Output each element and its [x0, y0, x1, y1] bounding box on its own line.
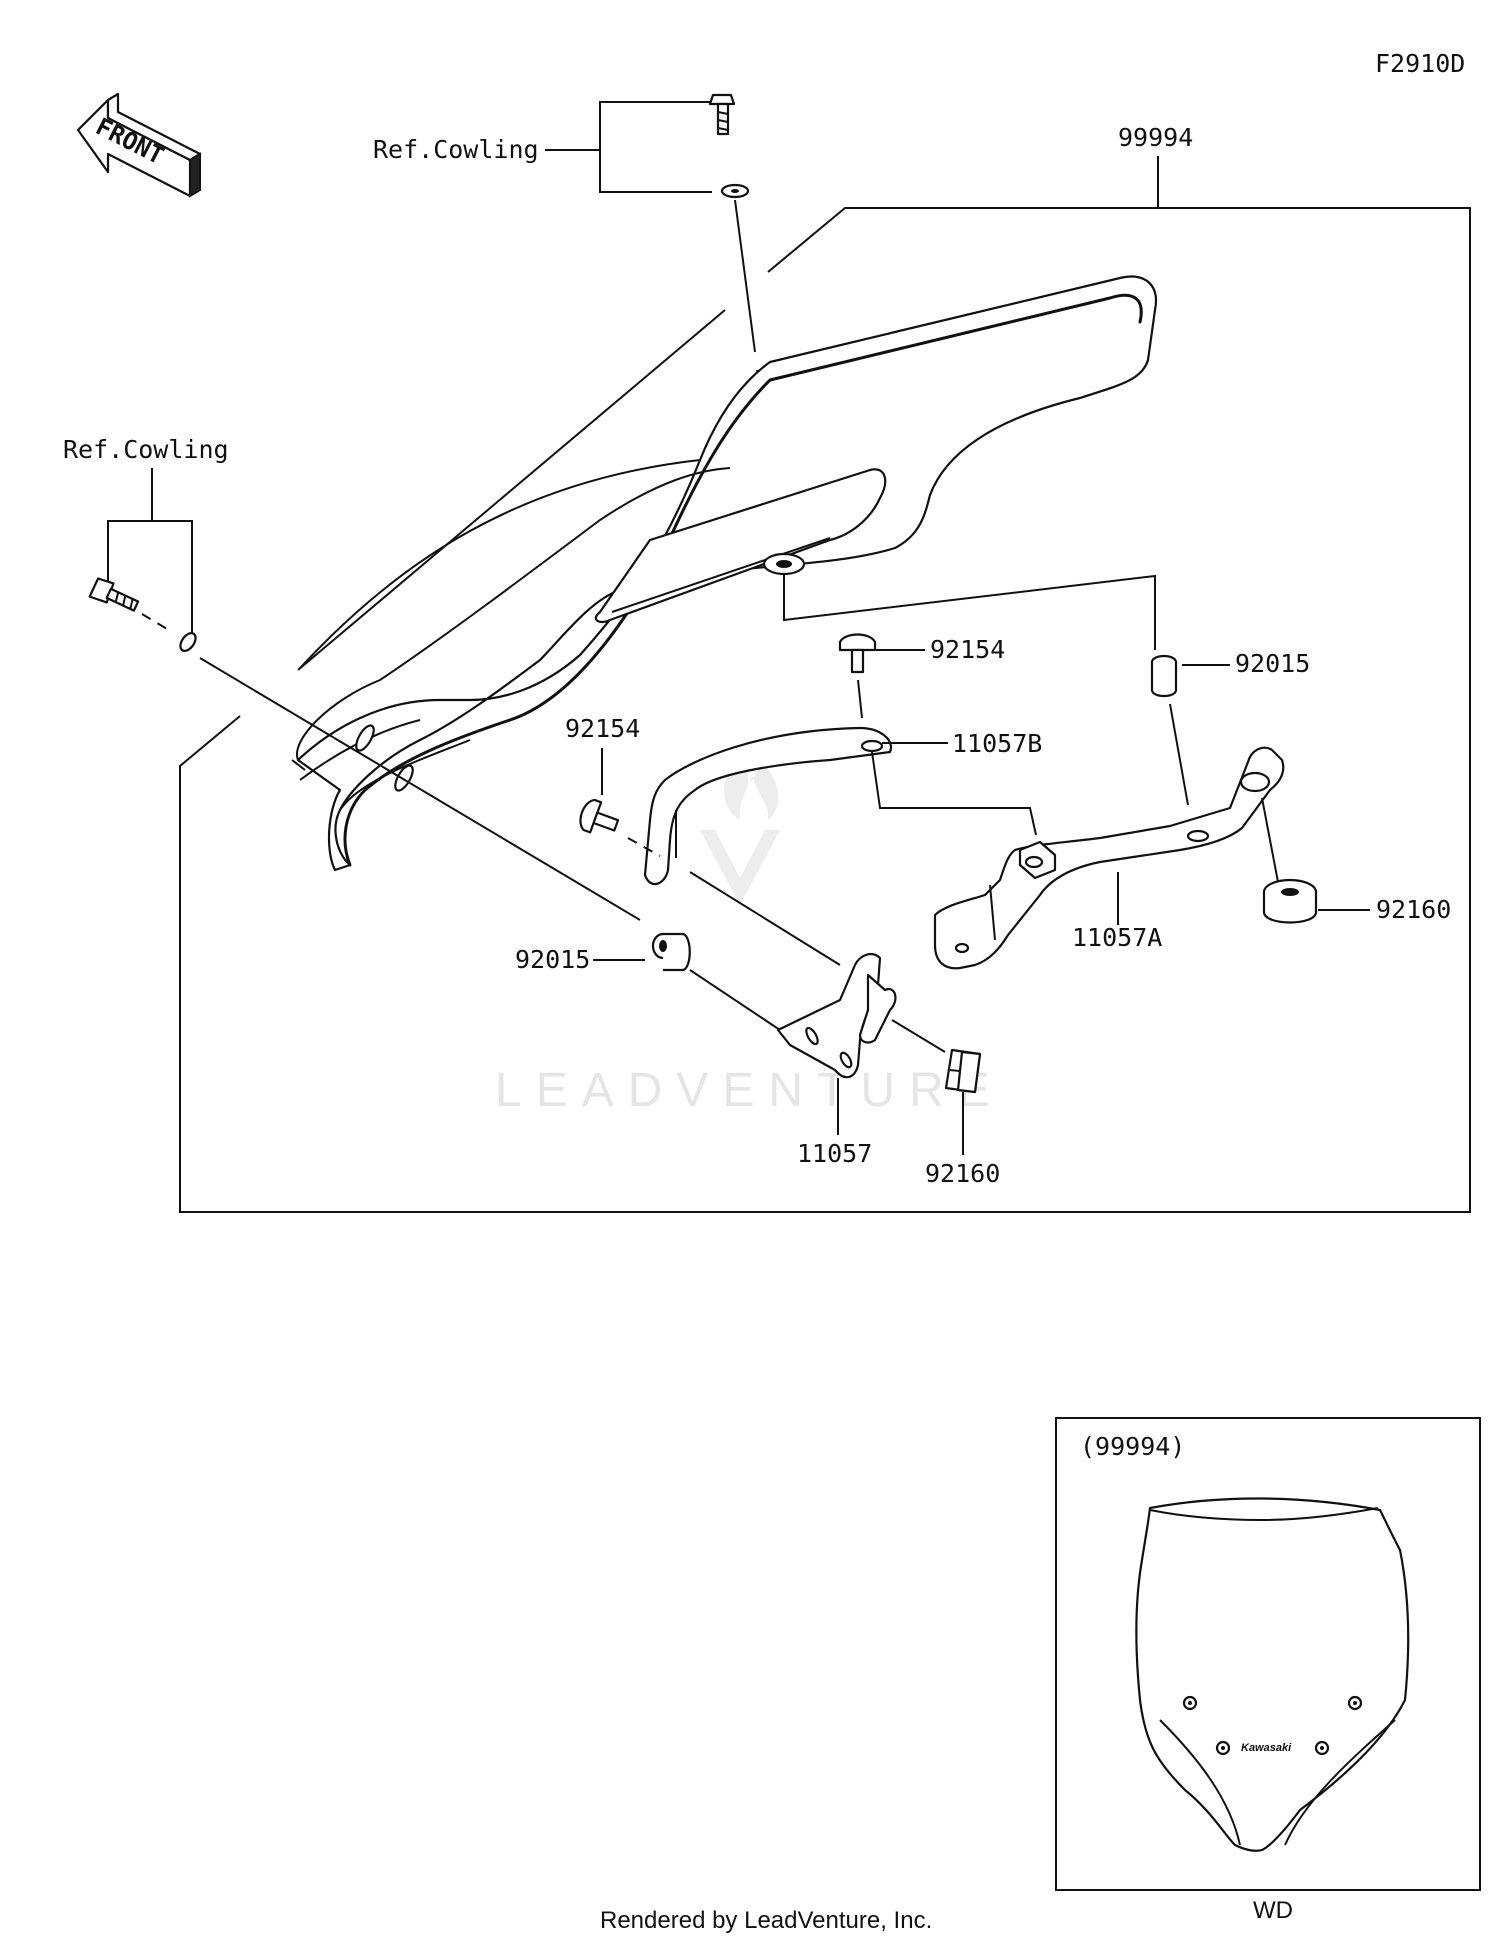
inset-caption: WD	[1253, 1897, 1293, 1924]
stay-upper-screw-callout: 92154	[838, 633, 1005, 719]
stay-label: 11057	[797, 1139, 872, 1168]
damper-right-icon	[1262, 878, 1318, 924]
kawasaki-logo: Kawasaki	[1241, 1742, 1292, 1754]
stay-a-label: 11057A	[1072, 923, 1162, 952]
ref-cowling-top-label: Ref.Cowling	[373, 135, 539, 164]
inset-title: (99994)	[1080, 1432, 1185, 1461]
ref-cowling-left-label: Ref.Cowling	[63, 435, 229, 464]
stay-drawing	[776, 952, 897, 1079]
figure-code: F2910D	[1375, 49, 1465, 78]
stay-lower-collar-label: 92015	[515, 945, 590, 974]
stay-b-drawing	[643, 726, 893, 886]
stay-lower-collar-callout: 92015	[515, 932, 781, 1031]
windshield-part-number: 99994	[1118, 123, 1193, 152]
leadventure-watermark: LEADVENTURE	[495, 760, 1004, 1117]
stay-b-label: 11057B	[952, 729, 1042, 758]
screw-lower-icon	[579, 798, 620, 834]
leader-grommet-right	[783, 574, 1156, 650]
stay-a-callout: 11057A	[1072, 872, 1162, 952]
ref-washer-left-icon	[179, 632, 197, 652]
front-arrow-icon: FRONT	[76, 92, 202, 198]
stay-b-callout: 11057B	[871, 729, 1042, 836]
stay-callout: 11057	[797, 1078, 872, 1168]
stay-lower-screw-callout: 92154	[565, 714, 841, 966]
collar-lower-icon	[651, 932, 691, 972]
stay-upper-collar-callout: 92015	[1150, 649, 1310, 806]
ref-bolt-top-icon	[708, 93, 736, 136]
leader-ref-top	[734, 199, 756, 353]
leader-ref-left	[199, 657, 641, 921]
ref-cowling-left-group: Ref.Cowling	[63, 435, 641, 921]
stay-a-drawing	[933, 746, 1285, 970]
windshield-assembly-frame: 99994	[179, 123, 1471, 1213]
windshield-drawing	[291, 275, 1158, 872]
damper-lower-label: 92160	[925, 1159, 1000, 1188]
footer-credit: Rendered by LeadVenture, Inc.	[600, 1907, 932, 1934]
screw-upper-icon	[838, 633, 877, 674]
inset-99994: (99994) Kawasaki WD	[1055, 1417, 1481, 1924]
damper-lower-callout: 92160	[891, 1019, 1000, 1188]
windshield-front-view-icon: Kawasaki	[1135, 1497, 1410, 1852]
watermark-text: LEADVENTURE	[495, 1064, 1004, 1117]
damper-right-callout: 92160	[1261, 797, 1451, 924]
damper-right-label: 92160	[1376, 895, 1451, 924]
ref-bolt-left-icon	[88, 577, 140, 612]
collar-right-icon	[1150, 654, 1178, 698]
stay-upper-screw-label: 92154	[930, 635, 1005, 664]
stay-upper-collar-label: 92015	[1235, 649, 1310, 678]
stay-lower-screw-label: 92154	[565, 714, 640, 743]
damper-lower-icon	[944, 1048, 982, 1094]
